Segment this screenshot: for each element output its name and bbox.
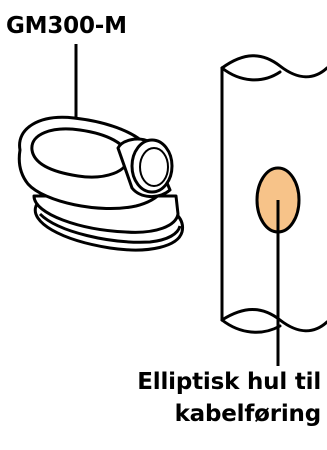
- grommet-illustration: [17, 115, 185, 252]
- grommet-flange-ridge: [38, 212, 182, 244]
- mounting-panel: [220, 54, 327, 334]
- panel-top-break-back: [220, 66, 282, 82]
- hole-label-line-2: kabelføring: [174, 401, 322, 427]
- panel-top-break: [220, 54, 327, 79]
- hole-label-line-1: Elliptisk hul til: [137, 369, 321, 395]
- panel-bottom-break: [220, 308, 327, 333]
- part-label: GM300-M: [6, 13, 127, 39]
- hole-label: Elliptisk hul til kabelføring: [137, 366, 321, 430]
- grommet-nozzle-face-inner: [139, 147, 169, 187]
- panel-bottom-break-back: [220, 318, 282, 334]
